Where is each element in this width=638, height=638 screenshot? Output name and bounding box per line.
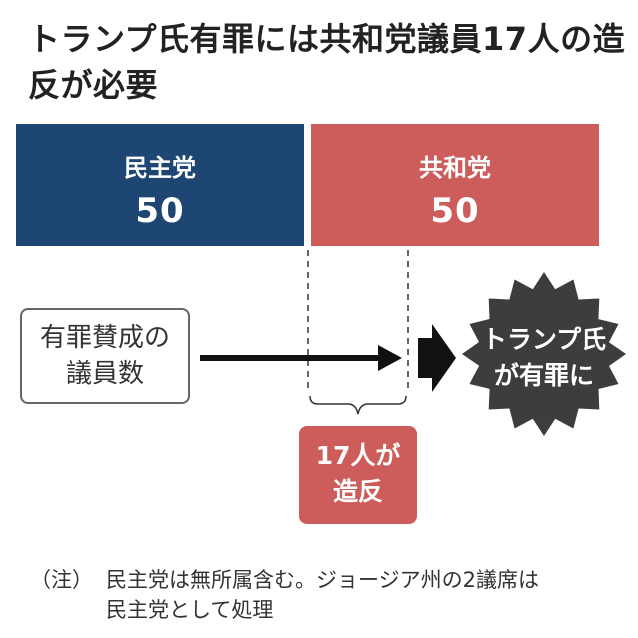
republican-seats: 50: [430, 191, 480, 231]
defection-line1: 17人が: [315, 441, 401, 470]
democrat-bar: 民主党 50: [16, 124, 304, 246]
defection-brace: [309, 395, 407, 415]
defection-line2: 造反: [332, 477, 383, 506]
republican-bar: 共和党 50: [311, 124, 599, 246]
votes-box: 有罪賛成の 議員数: [20, 308, 190, 404]
footnote-line2: 民主党として処理: [106, 598, 274, 622]
outcome-line2: が有罪に: [493, 361, 594, 390]
vote-arrow-head: [378, 345, 402, 371]
footnote-label: （注）: [30, 568, 93, 592]
outcome-line1: トランプ氏: [481, 325, 607, 354]
outcome-text: トランプ氏 が有罪に: [462, 322, 626, 394]
diagram-title: トランプ氏有罪には共和党議員17人の造反が必要: [28, 20, 626, 104]
outcome-burst: [462, 272, 626, 436]
footnote-line1: 民主党は無所属含む。ジョージア州の2議席は: [106, 568, 539, 592]
result-arrow: [418, 324, 456, 392]
democrat-label: 民主党: [124, 154, 196, 182]
votes-box-line2: 議員数: [65, 359, 144, 389]
defection-box: 17人が 造反: [299, 426, 417, 524]
republican-label: 共和党: [419, 154, 491, 182]
votes-box-line1: 有罪賛成の: [39, 323, 170, 353]
democrat-seats: 50: [135, 191, 185, 231]
